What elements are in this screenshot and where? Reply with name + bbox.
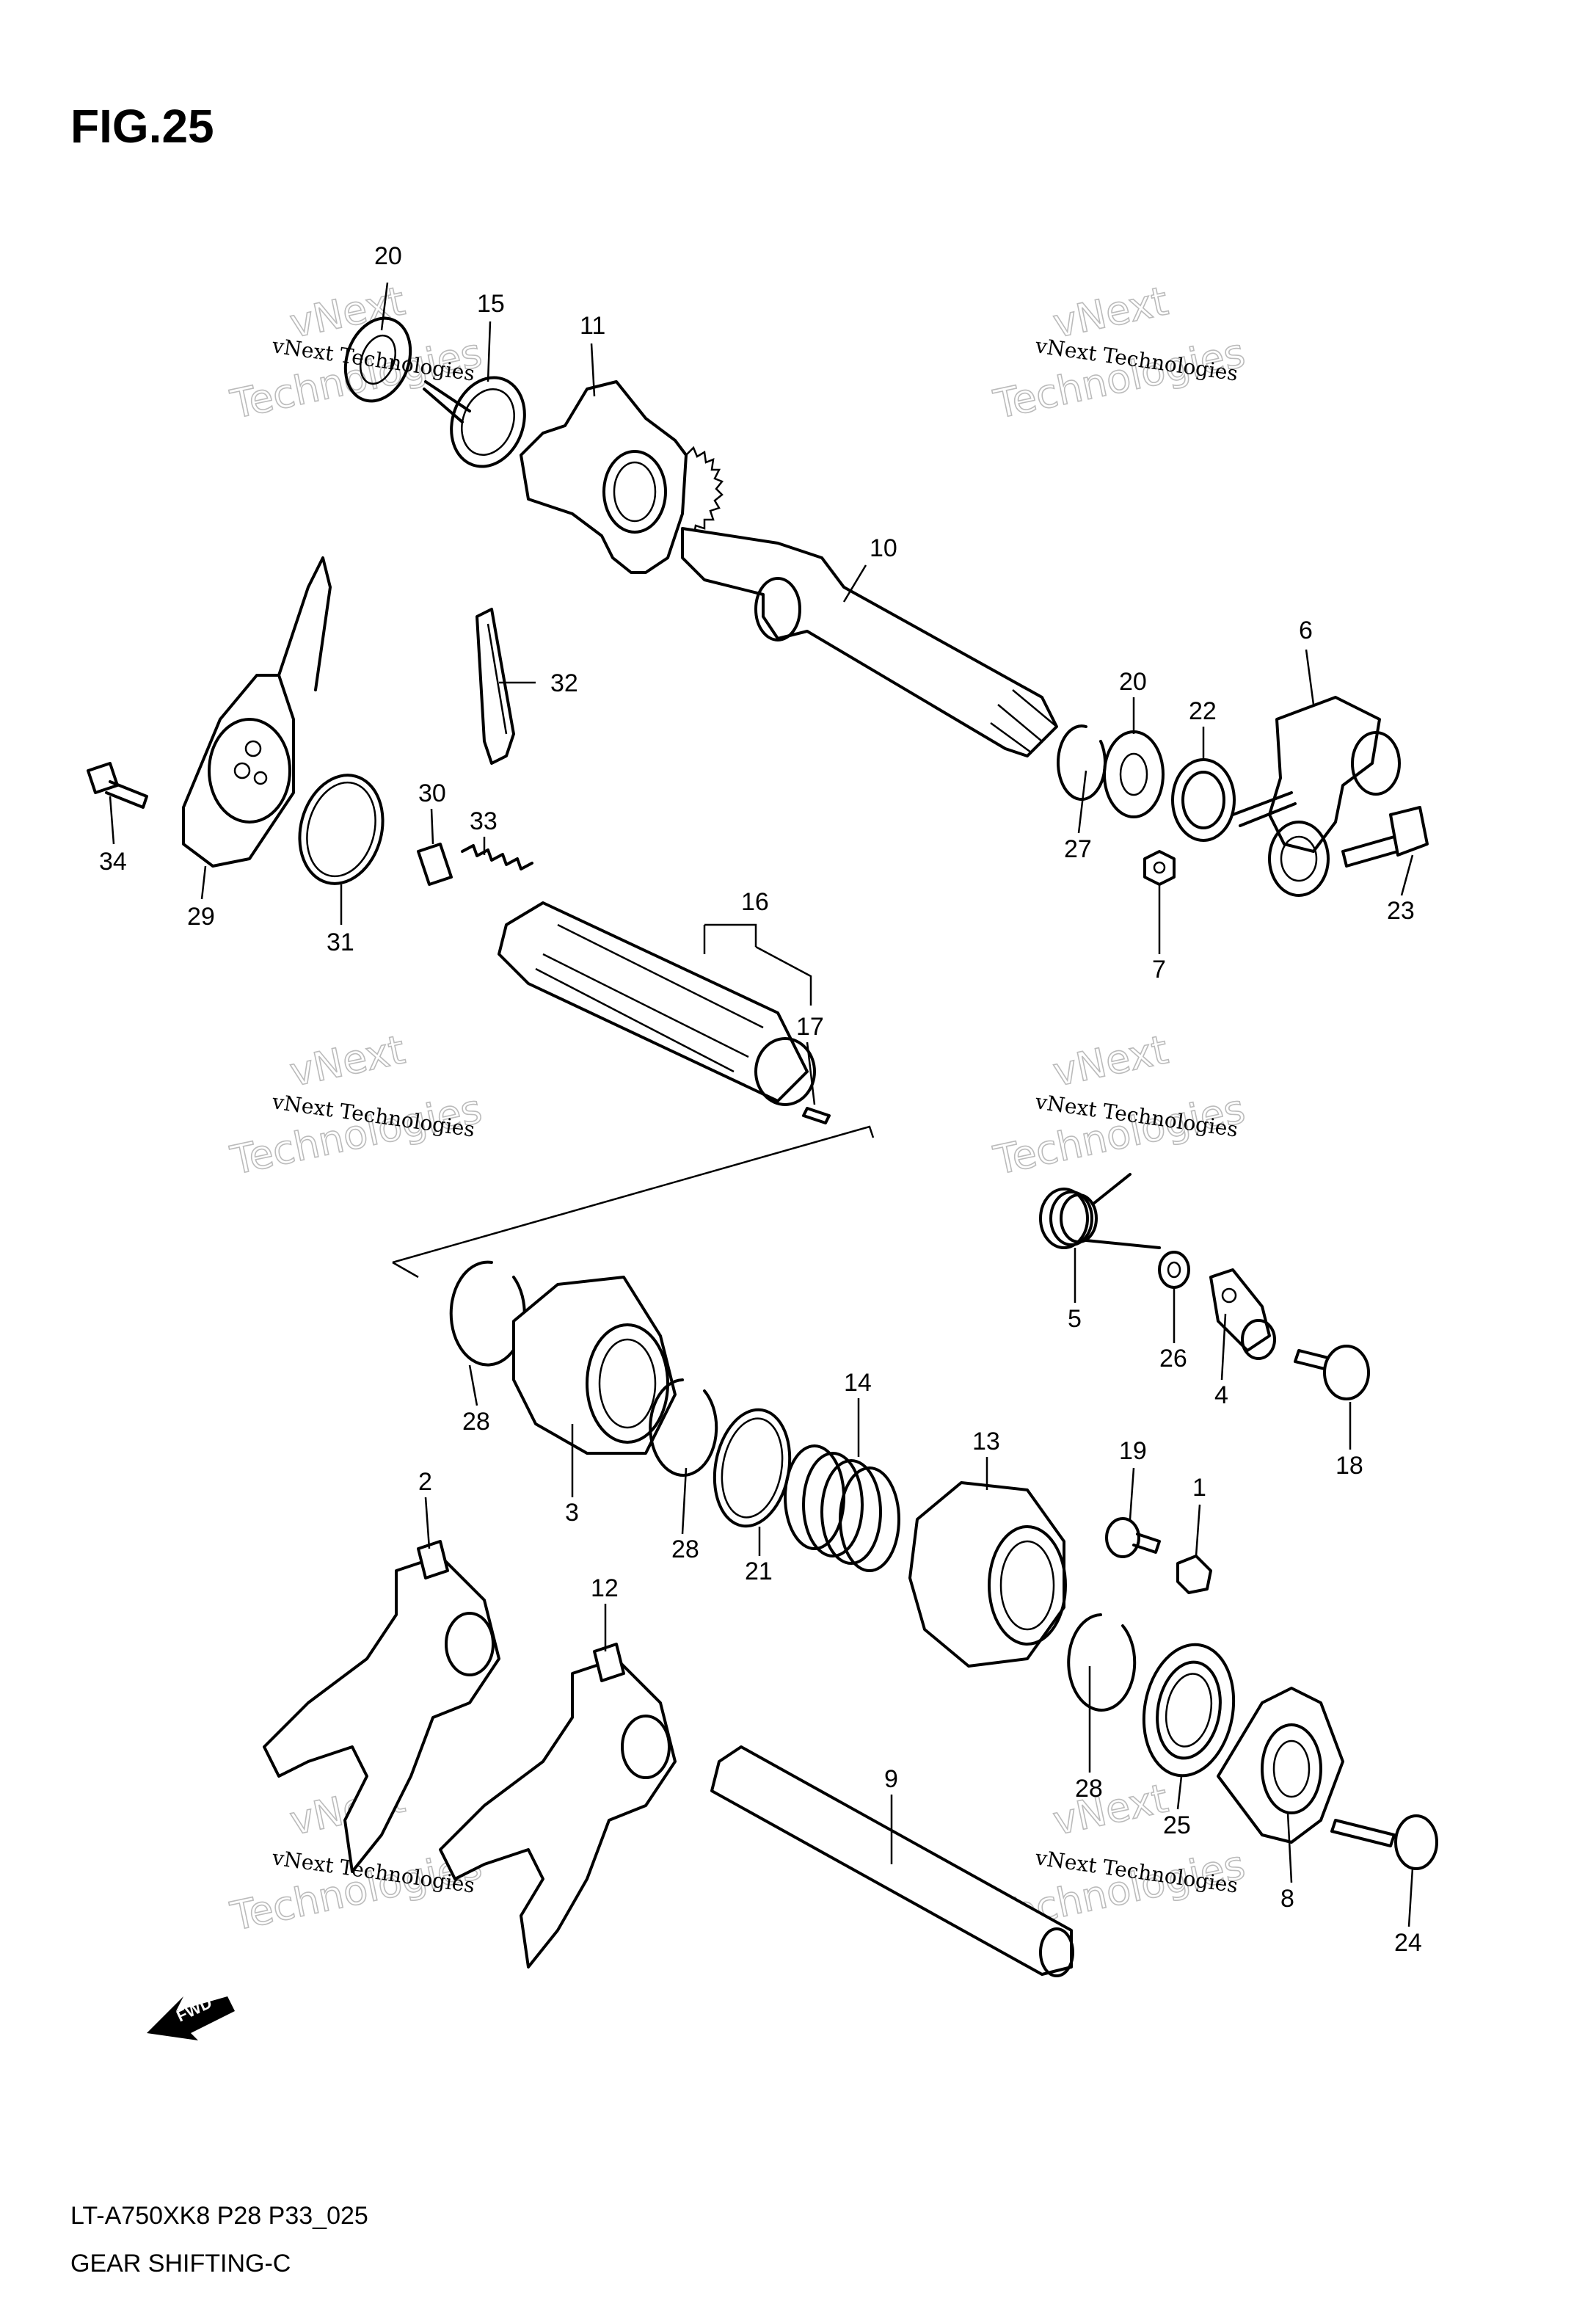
bolt-part-18 xyxy=(1294,1345,1370,1400)
callout-22: 22 xyxy=(1189,697,1217,725)
callout-8: 8 xyxy=(1280,1885,1294,1913)
callout-23: 23 xyxy=(1387,897,1415,925)
callout-1: 1 xyxy=(1192,1474,1206,1502)
callout-29: 29 xyxy=(187,903,215,931)
callout-33: 33 xyxy=(470,807,498,835)
callout-26: 26 xyxy=(1159,1345,1187,1373)
callout-19: 19 xyxy=(1119,1437,1147,1465)
cover-part-29 xyxy=(182,556,332,868)
stopper-part-4 xyxy=(1209,1268,1276,1360)
watermark-vnext: vNext xyxy=(286,1026,409,1095)
bolt-part-19 xyxy=(1105,1517,1161,1558)
circlip-part-28-b xyxy=(649,1378,718,1477)
callout-27: 27 xyxy=(1064,835,1092,863)
shift-fork-part-2 xyxy=(263,1540,500,1873)
leader-lines xyxy=(109,282,1414,1927)
callout-28-a: 28 xyxy=(462,1408,490,1436)
callout-11: 11 xyxy=(580,312,605,340)
callout-18: 18 xyxy=(1336,1452,1363,1480)
callout-20-b: 20 xyxy=(1119,668,1147,696)
pin-part-17 xyxy=(802,1107,831,1124)
gearshift-arm-part-6 xyxy=(1231,696,1401,897)
washer-part-21 xyxy=(713,1408,792,1528)
bolt-part-24 xyxy=(1330,1814,1438,1870)
watermark-mid-right: vNext Technologies vNext Technologies xyxy=(989,1025,1250,1184)
nut-part-1 xyxy=(1176,1555,1212,1594)
callout-7: 7 xyxy=(1152,956,1166,984)
circlip-part-28-c xyxy=(1067,1613,1137,1712)
oil-seal-part-22 xyxy=(1171,758,1236,842)
callout-16: 16 xyxy=(741,888,769,916)
callout-15: 15 xyxy=(477,290,505,318)
watermark-vnext: vNext xyxy=(286,277,409,346)
callout-31: 31 xyxy=(327,928,354,956)
pin-part-30 xyxy=(417,843,453,886)
callout-5: 5 xyxy=(1068,1305,1082,1333)
callout-25: 25 xyxy=(1163,1811,1191,1839)
callout-30: 30 xyxy=(418,779,446,807)
callout-32: 32 xyxy=(550,669,578,697)
model-code: LT-A750XK8 P28 P33_025 xyxy=(70,2202,368,2230)
spring-part-14 xyxy=(784,1444,900,1572)
shift-fork-part-12 xyxy=(439,1643,677,1969)
spring-part-33 xyxy=(461,844,533,870)
o-ring-part-31 xyxy=(298,774,385,885)
callout-14: 14 xyxy=(844,1369,872,1397)
return-spring-part-15 xyxy=(423,376,526,468)
bearing-part-25 xyxy=(1142,1643,1236,1778)
spring-part-5 xyxy=(1039,1173,1161,1249)
callout-17: 17 xyxy=(796,1013,824,1041)
washer-part-20-b xyxy=(1103,730,1165,818)
callout-24: 24 xyxy=(1394,1929,1422,1957)
shift-arm-part-11 xyxy=(520,380,724,574)
callout-12: 12 xyxy=(591,1574,619,1602)
shift-shaft-part-10 xyxy=(681,527,1058,757)
callout-28-b: 28 xyxy=(671,1535,699,1563)
callout-6: 6 xyxy=(1299,617,1313,644)
callout-34: 34 xyxy=(99,848,127,876)
cam-part-13 xyxy=(908,1481,1067,1668)
section-outline xyxy=(392,1125,875,1279)
watermark-vnext: vNext xyxy=(1049,277,1172,346)
watermark-top-left: vNext Technologies vNext Technologies xyxy=(226,277,487,428)
section-name: GEAR SHIFTING-C xyxy=(70,2250,291,2278)
bolt-part-23 xyxy=(1341,806,1429,868)
callout-labels: 20 15 11 10 32 6 20 22 27 23 7 34 29 30 … xyxy=(99,242,1422,1957)
nut-part-7 xyxy=(1143,850,1176,886)
callout-2: 2 xyxy=(418,1468,432,1496)
callout-21: 21 xyxy=(745,1557,773,1585)
bolt-part-34 xyxy=(87,762,148,809)
watermark-vnext: vNext xyxy=(1049,1026,1172,1095)
callout-13: 13 xyxy=(972,1428,1000,1455)
figure-title: FIG.25 xyxy=(70,100,214,153)
pin-plate-part-8 xyxy=(1217,1687,1344,1844)
forward-arrow-icon: FWD xyxy=(147,1993,235,2040)
callout-10: 10 xyxy=(870,534,897,562)
washer-part-26 xyxy=(1158,1251,1190,1289)
clip-part-32 xyxy=(475,608,515,765)
watermark-vnext: vNext xyxy=(1049,1775,1172,1844)
cam-part-3 xyxy=(512,1276,677,1455)
callout-3: 3 xyxy=(565,1499,579,1527)
callout-20: 20 xyxy=(374,242,402,270)
washer-part-20 xyxy=(343,316,412,403)
gearshift-cam-part-16 xyxy=(498,901,816,1106)
circlip-part-27 xyxy=(1056,724,1107,801)
callout-28-c: 28 xyxy=(1075,1775,1103,1803)
watermark-mid-left: vNext Technologies vNext Technologies xyxy=(226,1025,487,1184)
watermark-top-right: vNext Technologies vNext Technologies xyxy=(989,277,1250,428)
callout-9: 9 xyxy=(884,1765,898,1793)
callout-4: 4 xyxy=(1214,1381,1228,1409)
